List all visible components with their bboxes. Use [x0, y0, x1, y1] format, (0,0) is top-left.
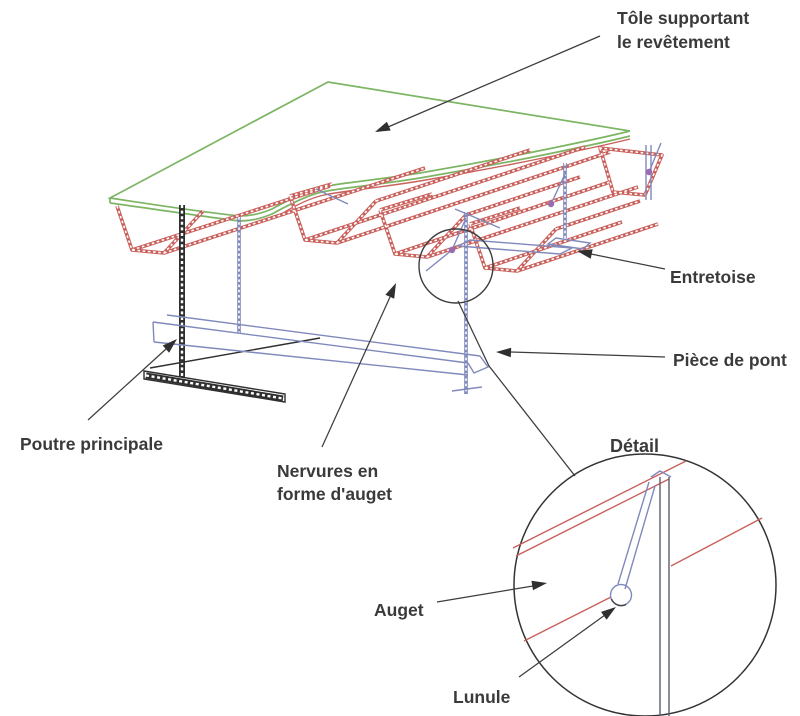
label-detail: Détail — [610, 436, 659, 456]
leader-lunule — [518, 614, 606, 678]
leader-nervures — [321, 296, 391, 448]
label-tole-line1: Tôle supportant — [617, 8, 749, 28]
detail-bubble-circle — [513, 453, 777, 716]
leader-piece-de-pont — [510, 351, 666, 358]
arrowhead-nervures — [385, 283, 396, 299]
label-lunule: Lunule — [453, 687, 511, 707]
arrowhead-tole — [375, 121, 391, 132]
detail-bubble — [512, 453, 777, 716]
bolt-dot — [547, 200, 555, 208]
girder-flange-far-edge — [149, 337, 321, 369]
detail-callout — [418, 228, 576, 477]
cross-beams — [152, 142, 662, 394]
detail-web-plate — [659, 477, 670, 716]
arrowheads — [162, 121, 616, 620]
label-auget: Auget — [374, 600, 424, 620]
bolt-dot — [645, 168, 653, 176]
arrowhead-poutre — [162, 339, 177, 353]
arrowhead-auget — [531, 580, 547, 591]
label-piece-de-pont: Pièce de pont — [673, 350, 787, 370]
detail-auget-wall — [617, 470, 672, 590]
deck-plate-top-face — [107, 81, 631, 217]
label-nervures-line1: Nervures en — [277, 461, 378, 481]
detail-rib-top-lines — [512, 460, 763, 642]
bolt-dots — [448, 168, 653, 254]
leader-tole — [387, 35, 601, 128]
arrowhead-piece-de-pont — [496, 347, 512, 358]
labels: Tôle supportant le revêtement Entretoise… — [20, 8, 787, 707]
girder-flange-core — [145, 374, 284, 400]
detail-callout-circle — [418, 228, 494, 304]
main-girder — [143, 205, 321, 403]
detail-bubble-content — [512, 460, 763, 716]
leader-poutre — [87, 348, 167, 421]
label-tole-line2: le revêtement — [617, 32, 730, 52]
lunule-shade-arc — [610, 598, 627, 607]
leader-entretoise — [590, 253, 666, 270]
deck-plate-thickness-edge — [109, 135, 631, 222]
girder-flange-outline — [143, 370, 286, 403]
label-nervures-line2: forme d'auget — [277, 484, 392, 504]
leader-auget — [436, 585, 534, 603]
label-entretoise: Entretoise — [670, 267, 756, 287]
detail-leader-line — [457, 300, 576, 477]
label-poutre-principale: Poutre principale — [20, 434, 163, 454]
annotations — [87, 35, 666, 678]
arrowhead-entretoise — [577, 249, 593, 259]
arrowhead-lunule — [601, 607, 616, 620]
auget-weld-diagonals — [315, 142, 662, 272]
rib-outline-cores — [116, 146, 664, 272]
bolt-dot — [448, 246, 456, 254]
